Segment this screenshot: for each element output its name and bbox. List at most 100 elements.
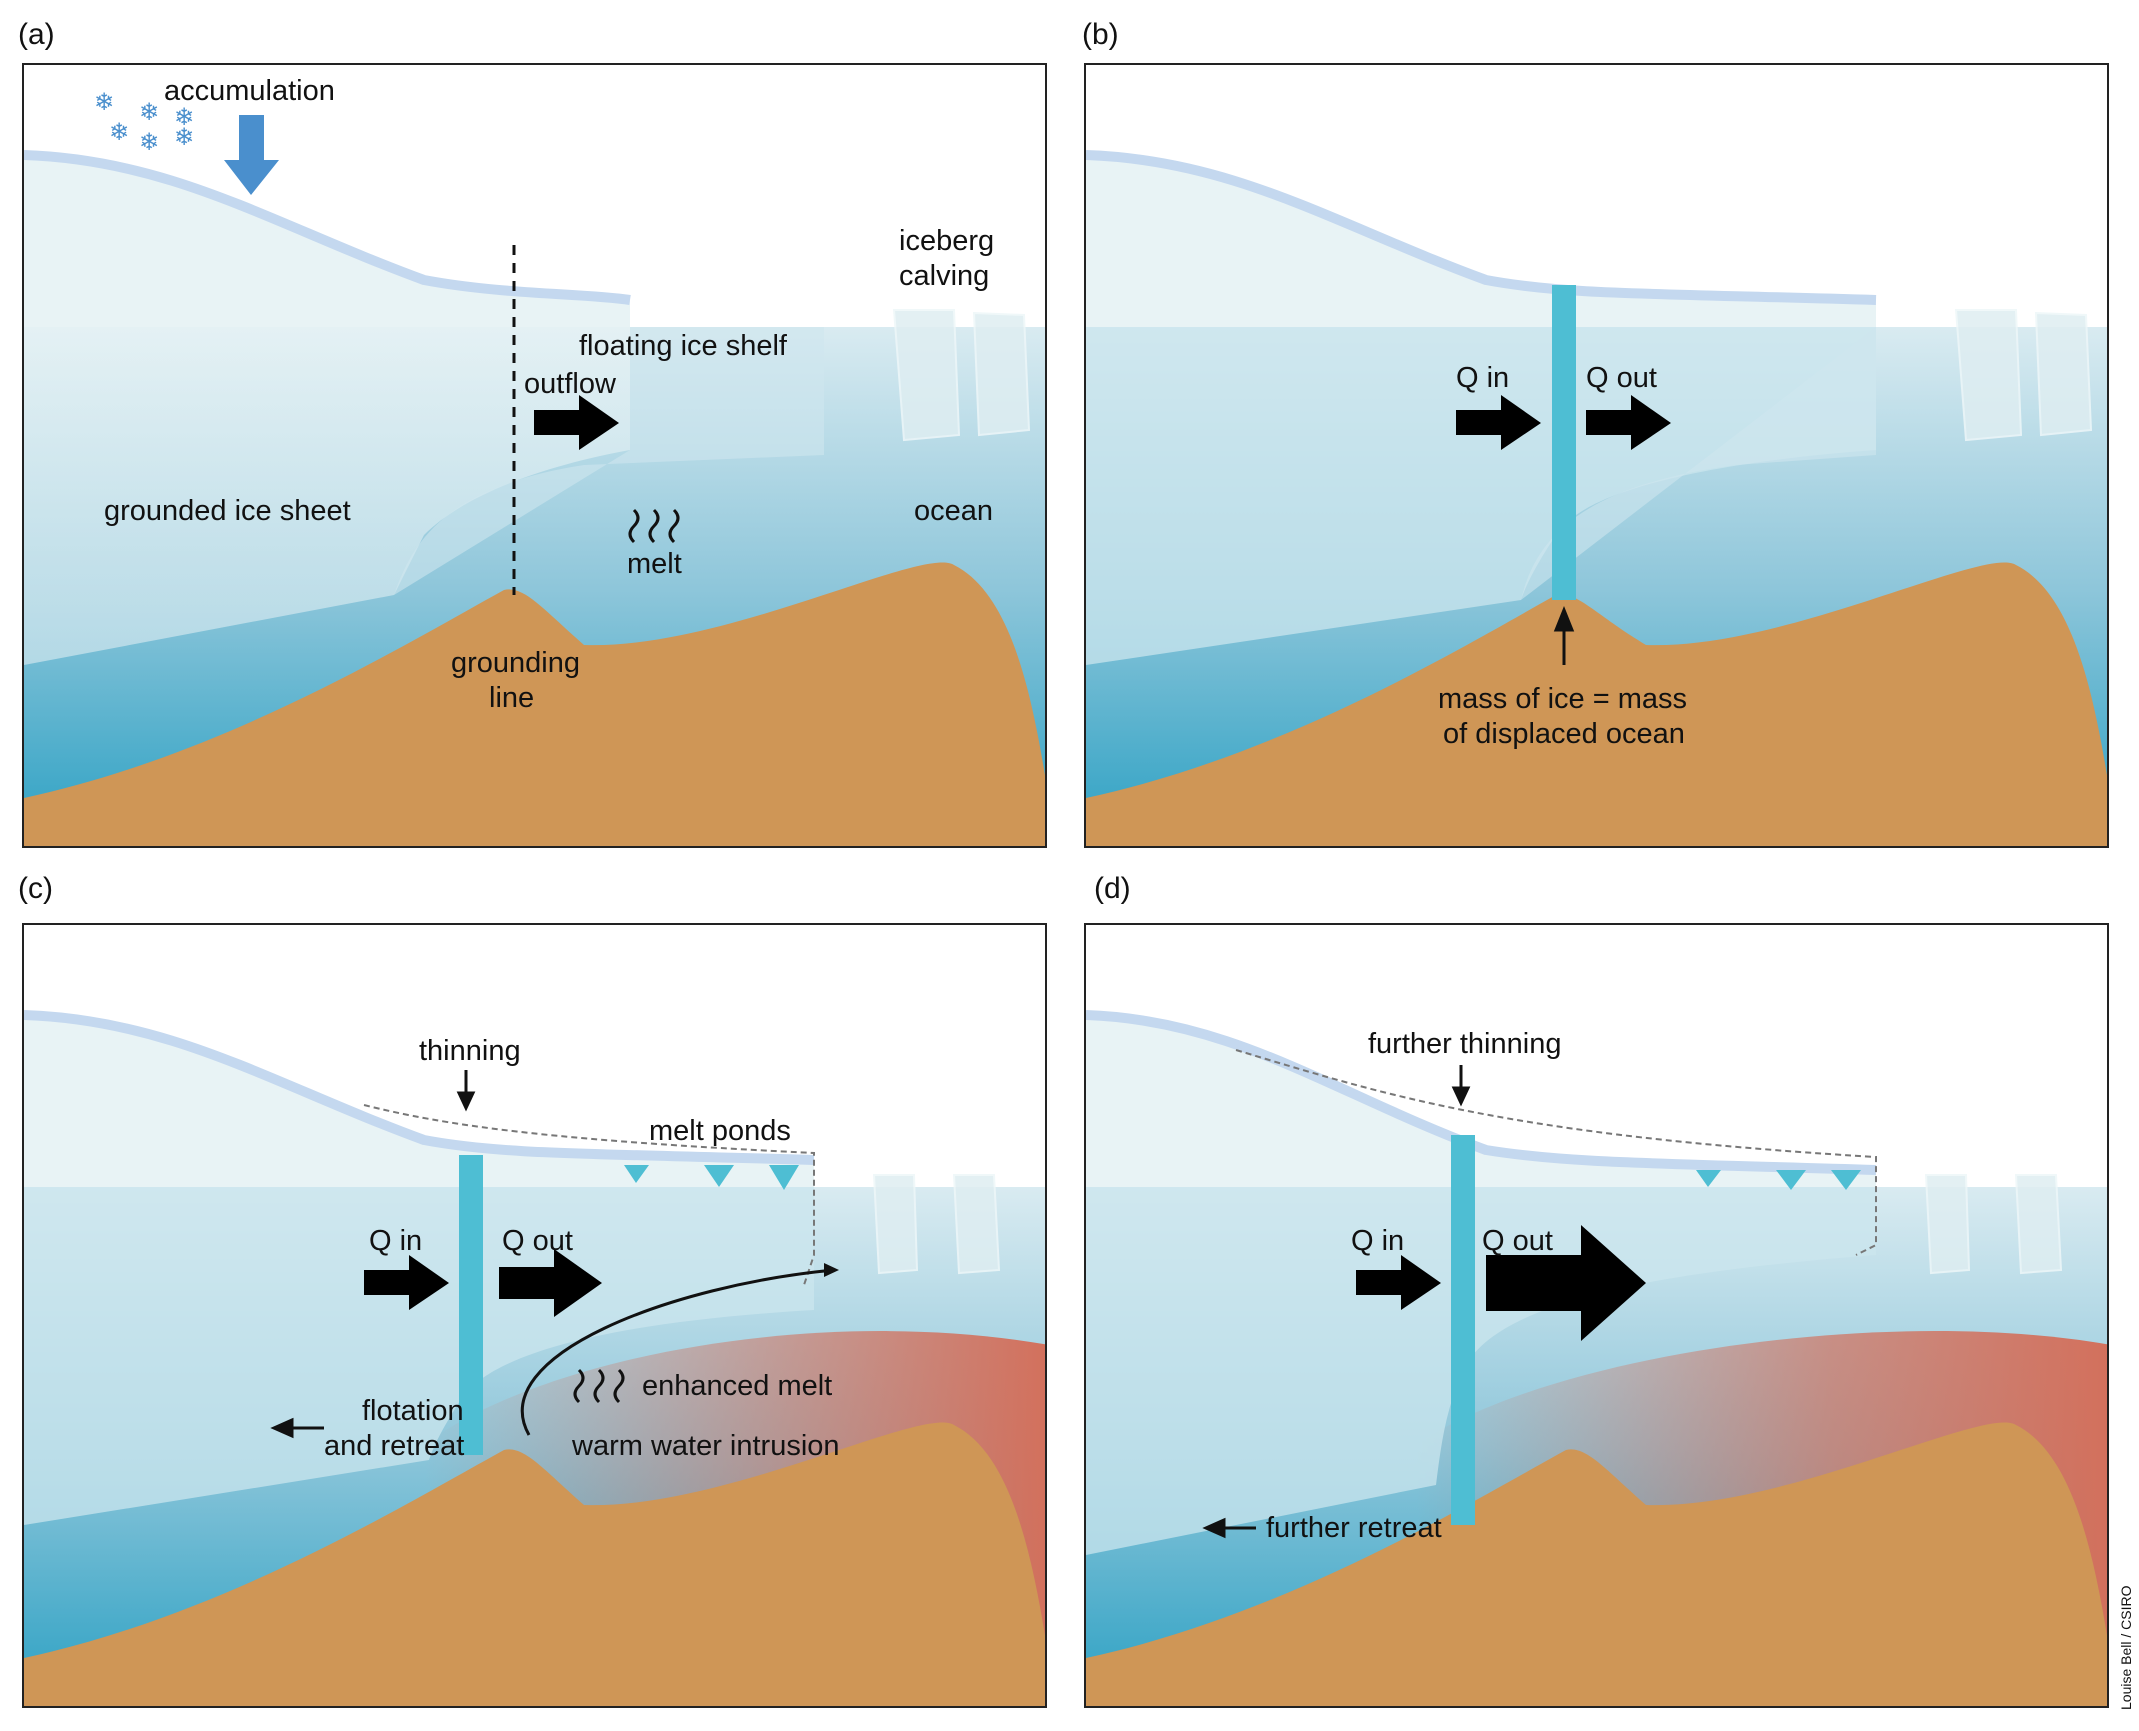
iceberg-1 bbox=[872, 1174, 919, 1275]
iceberg-1 bbox=[892, 309, 961, 442]
melt-arrow bbox=[573, 1368, 585, 1404]
snowflake-icon: ❄ bbox=[139, 128, 159, 156]
panel-c: thinning melt ponds Q in Q out enhanced … bbox=[22, 923, 1047, 1708]
q-in-arrow bbox=[1356, 1255, 1441, 1310]
panel-d: further thinning Q in Q out further retr… bbox=[1084, 923, 2109, 1708]
melt-pond-icon bbox=[1776, 1170, 1806, 1190]
melt-pond-icon bbox=[769, 1165, 799, 1190]
q-out-label: Q out bbox=[1482, 1225, 1553, 1257]
q-in-label: Q in bbox=[1456, 362, 1509, 394]
enhanced-melt-arrows bbox=[573, 1368, 625, 1404]
q-out-arrow bbox=[1586, 395, 1671, 450]
snowflake-icon: ❄ bbox=[174, 123, 194, 151]
melt-arrow bbox=[593, 1368, 605, 1404]
iceberg-2 bbox=[972, 311, 1031, 437]
panel-b: Q in Q out mass of ice = mass of displac… bbox=[1084, 63, 2109, 848]
thinning-arrow bbox=[456, 1070, 476, 1112]
q-in-arrow bbox=[364, 1255, 449, 1310]
panel-a: ❄ ❄ ❄ ❄ ❄ ❄ accumulation iceberg calving… bbox=[22, 63, 1047, 848]
bedrock bbox=[24, 562, 1045, 846]
iceberg-group bbox=[1924, 1174, 2063, 1275]
retreat-arrow bbox=[1202, 1517, 1256, 1539]
bedrock bbox=[1086, 1422, 2107, 1706]
melt-pond-icons bbox=[624, 1165, 799, 1190]
ice-below-sea bbox=[1086, 1187, 1876, 1555]
melt-arrows bbox=[628, 508, 680, 544]
floating-ice-shelf bbox=[1521, 327, 1876, 600]
further-retreat-label: further retreat bbox=[1266, 1512, 1442, 1544]
iceberg-1 bbox=[1924, 1174, 1971, 1275]
ice-column bbox=[1552, 285, 1576, 600]
previous-outline bbox=[1235, 1049, 1877, 1256]
melt-arrow bbox=[668, 508, 680, 544]
iceberg-group bbox=[892, 309, 1031, 442]
ice-below-sea bbox=[1086, 327, 1876, 665]
warm-water-arrowhead bbox=[824, 1263, 839, 1277]
panel-d-label: (d) bbox=[1094, 872, 1131, 905]
retreat-label: and retreat bbox=[324, 1430, 464, 1462]
flotation-arrow bbox=[1553, 605, 1575, 665]
credit-label: Louise Bell / CSIRO bbox=[2118, 1585, 2134, 1711]
thinning-arrow bbox=[1451, 1065, 1471, 1107]
panel-b-diagram: Q in Q out mass of ice = mass of displac… bbox=[1086, 150, 2107, 846]
q-in-arrow bbox=[1456, 395, 1541, 450]
snowflake-icon: ❄ bbox=[109, 118, 129, 146]
panel-d-diagram: further thinning Q in Q out further retr… bbox=[1086, 1010, 2107, 1706]
melt-pond-icon bbox=[1831, 1170, 1861, 1190]
flotation-label: flotation bbox=[362, 1395, 464, 1427]
floating-ice-shelf-label: floating ice shelf bbox=[579, 330, 788, 362]
iceberg-label: iceberg bbox=[899, 225, 994, 257]
q-out-label: Q out bbox=[1586, 362, 1657, 394]
floating-ice-shelf bbox=[394, 327, 824, 595]
accumulation-arrow bbox=[224, 115, 279, 195]
ocean-label: ocean bbox=[914, 495, 993, 527]
melt-arrow bbox=[613, 1368, 625, 1404]
warm-water-label: warm water intrusion bbox=[571, 1430, 840, 1462]
surface-edge bbox=[1086, 150, 1877, 305]
snowflake-icon: ❄ bbox=[139, 98, 159, 126]
surface-edge bbox=[24, 1010, 815, 1165]
original-outline bbox=[363, 1104, 815, 1286]
ice-column bbox=[1451, 1135, 1475, 1525]
grounded-ice-sheet-label: grounded ice sheet bbox=[104, 495, 351, 527]
outflow-arrow bbox=[534, 395, 619, 450]
iceberg-2 bbox=[2014, 1174, 2063, 1275]
panel-a-diagram: ❄ ❄ ❄ ❄ ❄ ❄ accumulation iceberg calving… bbox=[24, 75, 1045, 846]
melt-arrow bbox=[628, 508, 640, 544]
melt-label: melt bbox=[627, 548, 682, 580]
snowflake-icons: ❄ ❄ ❄ ❄ ❄ ❄ bbox=[94, 88, 194, 156]
iceberg-2 bbox=[2034, 311, 2093, 437]
grounded-ice-sheet bbox=[1086, 1015, 1876, 1187]
q-out-arrow bbox=[1486, 1225, 1646, 1341]
melt-pond-icons bbox=[1696, 1170, 1861, 1190]
ice-below-sea bbox=[24, 327, 630, 665]
grounding-label: grounding bbox=[451, 647, 580, 679]
grounded-ice-sheet bbox=[24, 155, 630, 327]
bedrock bbox=[1086, 562, 2107, 846]
panel-b-label: (b) bbox=[1082, 18, 1119, 51]
panel-c-label: (c) bbox=[18, 872, 53, 905]
further-thinning-label: further thinning bbox=[1368, 1028, 1561, 1060]
ice-below-sea bbox=[24, 1187, 814, 1525]
surface-edge bbox=[1086, 1010, 1877, 1175]
panel-a-label: (a) bbox=[18, 18, 55, 51]
iceberg-2 bbox=[952, 1174, 1001, 1275]
accumulation-label: accumulation bbox=[164, 75, 335, 107]
q-out-arrow bbox=[499, 1249, 602, 1317]
iceberg-1 bbox=[1954, 309, 2023, 442]
mass-label-2: of displaced ocean bbox=[1443, 718, 1685, 750]
iceberg-group bbox=[872, 1174, 1001, 1275]
surface-edge bbox=[24, 150, 631, 305]
melt-pond-icon bbox=[624, 1165, 649, 1183]
ice-column bbox=[459, 1155, 483, 1455]
panel-c-diagram: thinning melt ponds Q in Q out enhanced … bbox=[24, 1010, 1045, 1706]
q-in-label: Q in bbox=[369, 1225, 422, 1257]
outflow-label: outflow bbox=[524, 368, 617, 400]
melt-arrow bbox=[648, 508, 660, 544]
q-in-label: Q in bbox=[1351, 1225, 1404, 1257]
iceberg-group bbox=[1954, 309, 2093, 442]
bedrock bbox=[24, 1422, 1045, 1706]
snowflake-icon: ❄ bbox=[94, 88, 114, 116]
line-label: line bbox=[489, 682, 534, 714]
warm-water-arrow bbox=[520, 1268, 835, 1436]
